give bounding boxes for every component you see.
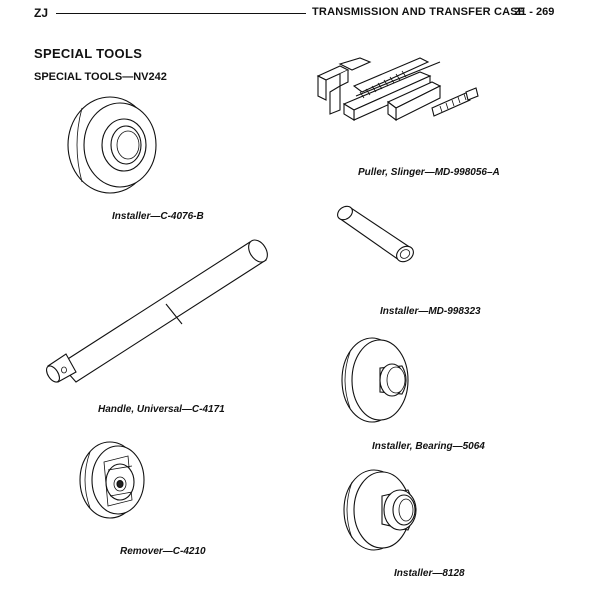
- tool-caption: Installer—8128: [394, 568, 465, 579]
- tool-caption: Installer, Bearing—5064: [372, 441, 485, 452]
- header-rule: [56, 13, 306, 14]
- header-title: TRANSMISSION AND TRANSFER CASE: [312, 6, 526, 18]
- tool-caption: Remover—C-4210: [120, 546, 206, 557]
- tool-caption: Installer—C-4076-B: [112, 211, 204, 222]
- handle-icon: [45, 239, 268, 383]
- subsection-title: SPECIAL TOOLS—NV242: [34, 71, 167, 83]
- tool-caption: Handle, Universal—C-4171: [98, 404, 225, 415]
- tube-icon: [337, 205, 414, 263]
- bearing-installer-icon: [341, 337, 409, 423]
- tool-caption: Puller, Slinger—MD-998056–A: [358, 167, 500, 178]
- puller-icon: [316, 57, 479, 122]
- tool-caption: Installer—MD-998323: [380, 306, 481, 317]
- section-title: SPECIAL TOOLS: [34, 46, 143, 61]
- installer-ring-icon: [67, 96, 157, 194]
- installer-stepped-icon: [343, 469, 417, 551]
- page-number: 21 - 269: [514, 6, 555, 18]
- section-code: ZJ: [34, 6, 49, 20]
- remover-icon: [79, 441, 145, 519]
